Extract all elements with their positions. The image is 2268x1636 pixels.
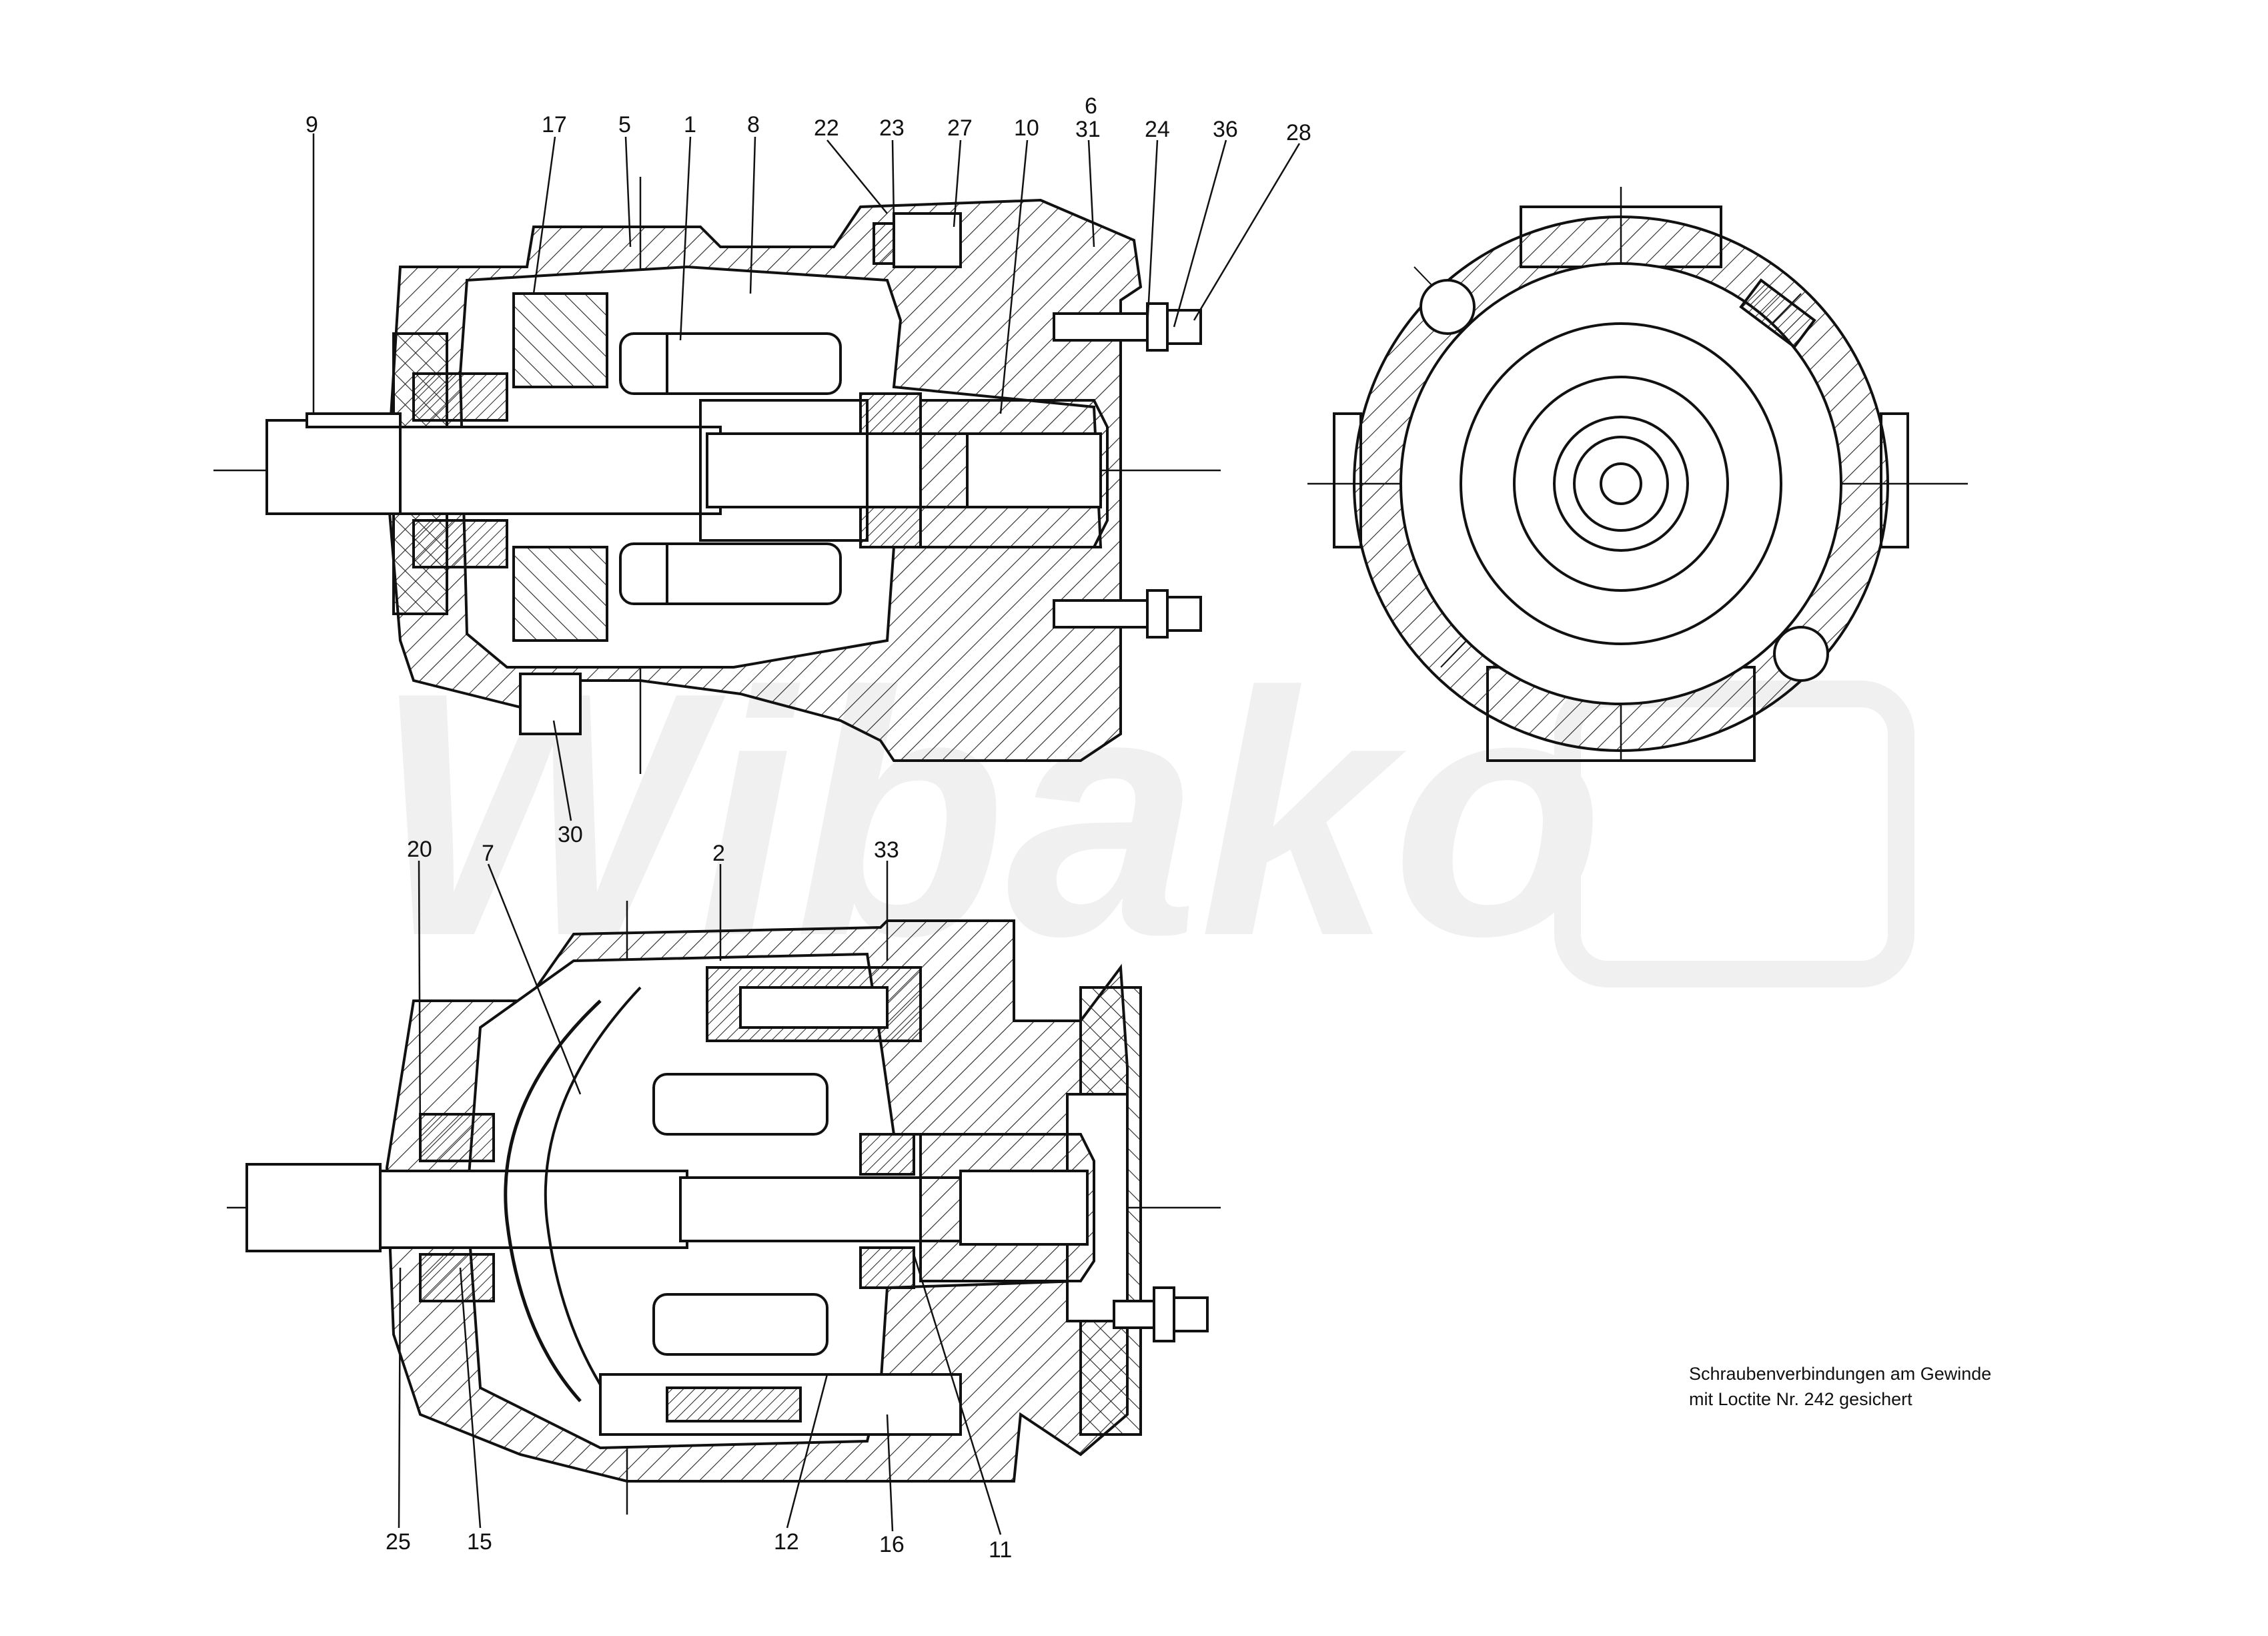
callout-25: 25 <box>386 1529 411 1555</box>
callout-8: 8 <box>747 112 760 137</box>
callout-9: 9 <box>306 112 318 137</box>
leader-lines <box>312 133 1301 1535</box>
callout-2: 2 <box>712 841 725 866</box>
callout-36: 36 <box>1213 117 1238 142</box>
bottom-section-view <box>227 901 1221 1515</box>
loctite-note: Schraubenverbindungen am Gewinde mit Loc… <box>1689 1361 1991 1412</box>
callout-30: 30 <box>558 822 583 847</box>
note-line-2: mit Loctite Nr. 242 gesichert <box>1689 1389 1912 1409</box>
callout-23: 23 <box>879 115 905 141</box>
callout-33: 33 <box>874 837 899 863</box>
callout-24: 24 <box>1145 117 1170 142</box>
callout-27: 27 <box>947 115 973 141</box>
top-section-view <box>213 177 1221 774</box>
callout-5: 5 <box>618 112 631 137</box>
note-line-1: Schraubenverbindungen am Gewinde <box>1689 1364 1992 1384</box>
callout-11: 11 <box>989 1537 1012 1563</box>
callout-22: 22 <box>814 115 839 141</box>
callout-17: 17 <box>542 112 567 137</box>
callout-labels: 9 17 5 1 8 22 23 27 10 6 31 24 36 28 30 … <box>306 93 1311 1563</box>
callout-12: 12 <box>774 1529 799 1555</box>
callout-1: 1 <box>684 112 696 137</box>
end-view <box>1307 187 1968 762</box>
callout-10: 10 <box>1014 115 1039 141</box>
callout-28: 28 <box>1286 120 1311 145</box>
callout-6: 6 <box>1085 93 1097 119</box>
callout-16: 16 <box>879 1532 905 1557</box>
callout-20: 20 <box>407 837 432 862</box>
callout-31: 31 <box>1075 117 1101 142</box>
callout-15: 15 <box>467 1529 492 1555</box>
callout-7: 7 <box>482 841 494 866</box>
